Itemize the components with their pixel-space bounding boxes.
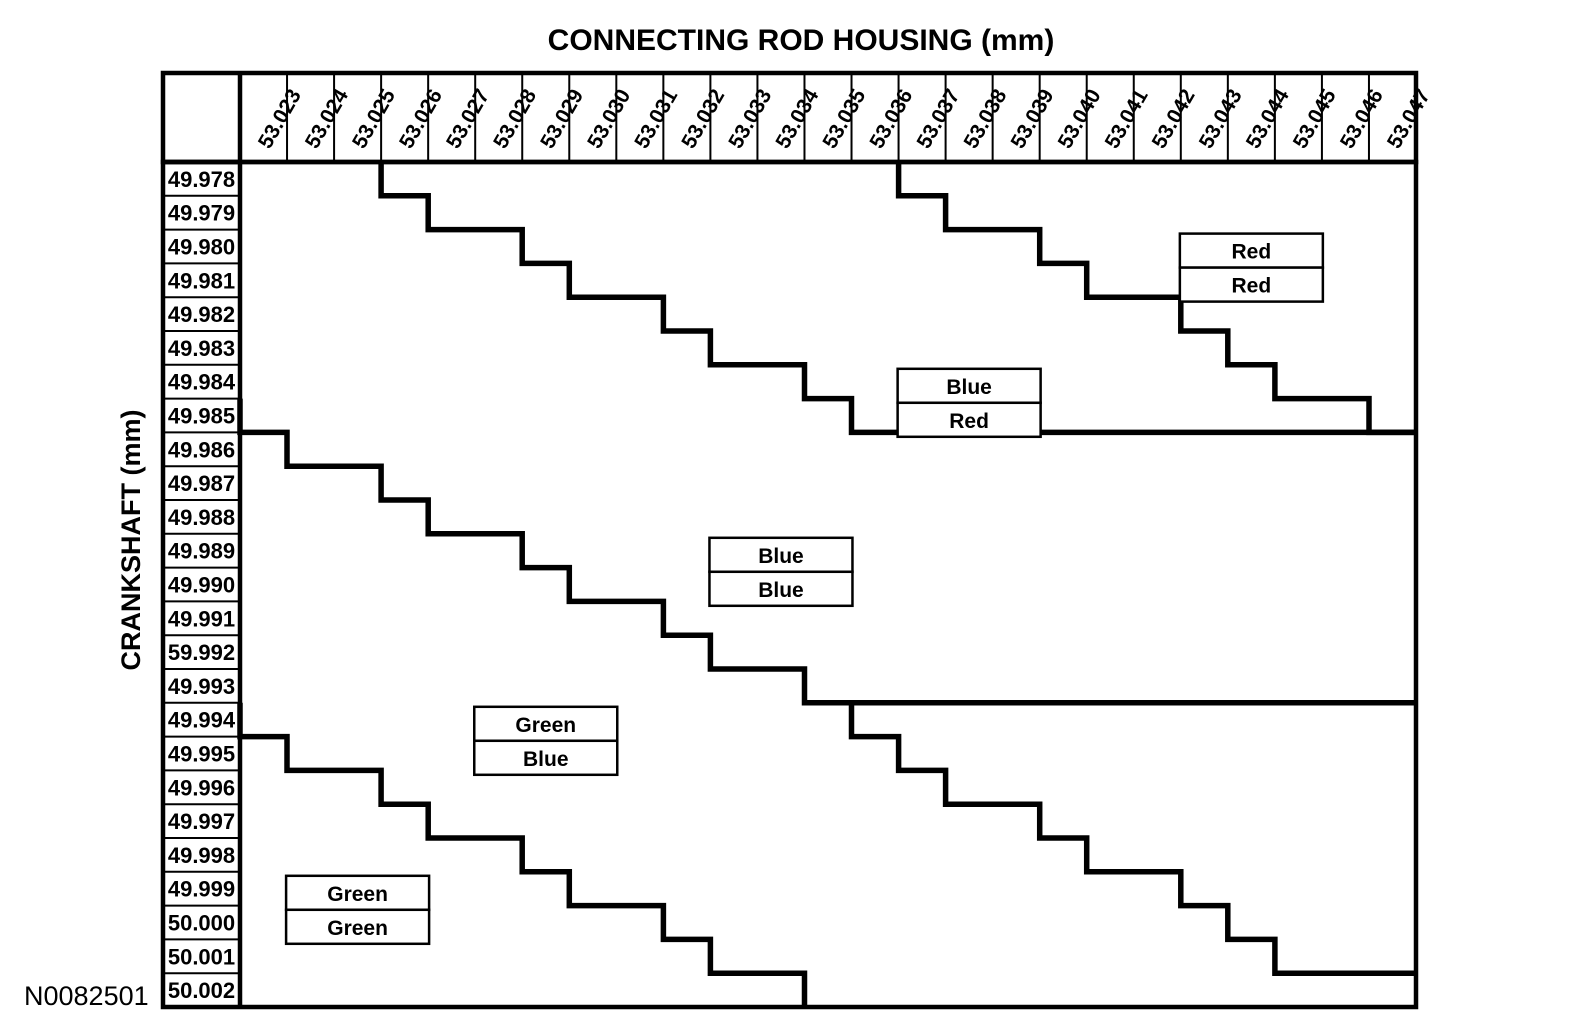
page-title: CONNECTING ROD HOUSING (mm) <box>548 24 1055 57</box>
row-header-49.978: 49.978 <box>168 167 235 192</box>
legend-lower-label: Green <box>327 917 388 940</box>
column-header-53.027: 53.027 <box>442 85 494 152</box>
column-header-53.047: 53.047 <box>1383 85 1435 152</box>
legend-upper-label: Blue <box>946 376 992 399</box>
row-header-49.991: 49.991 <box>168 606 235 631</box>
row-header-50.000: 50.000 <box>168 911 235 936</box>
column-header-53.023: 53.023 <box>254 85 306 152</box>
legend-upper-label: Green <box>515 714 576 737</box>
column-header-53.043: 53.043 <box>1195 85 1247 152</box>
row-header-49.996: 49.996 <box>168 775 235 800</box>
legend-upper-cell <box>284 874 431 912</box>
legend-lower-cell <box>896 401 1042 439</box>
grid-layer <box>160 70 1419 1010</box>
column-header-53.045: 53.045 <box>1289 85 1341 152</box>
row-header-49.984: 49.984 <box>168 370 236 395</box>
column-header-53.029: 53.029 <box>536 85 588 152</box>
row-header-49.997: 49.997 <box>168 809 235 834</box>
legend-lower-cell <box>473 739 619 777</box>
row-header-49.989: 49.989 <box>168 539 235 564</box>
zone-boundary-boundary-4 <box>848 702 1416 976</box>
column-header-53.041: 53.041 <box>1101 85 1153 152</box>
row-header-49.993: 49.993 <box>168 674 235 699</box>
column-header-53.036: 53.036 <box>865 85 917 152</box>
column-header-53.038: 53.038 <box>960 85 1012 152</box>
row-header-59.992: 59.992 <box>168 640 235 665</box>
row-header-49.994: 49.994 <box>168 708 236 733</box>
legend-upper-cell <box>473 705 619 743</box>
legend-lower-label: Blue <box>523 748 569 771</box>
legend-lower-cell <box>1178 266 1325 303</box>
row-header-49.990: 49.990 <box>168 573 235 598</box>
row-header-49.985: 49.985 <box>168 404 235 429</box>
column-header-53.037: 53.037 <box>912 85 964 152</box>
column-header-53.025: 53.025 <box>348 85 400 152</box>
column-header-53.028: 53.028 <box>489 85 541 152</box>
legend-upper-label: Blue <box>758 545 804 568</box>
row-header-49.999: 49.999 <box>168 877 235 902</box>
column-header-53.026: 53.026 <box>395 85 447 152</box>
column-header-layer: 53.02353.02453.02553.02653.02753.02853.0… <box>254 85 1435 152</box>
row-header-49.995: 49.995 <box>168 742 235 767</box>
column-header-53.040: 53.040 <box>1054 85 1106 152</box>
row-header-49.987: 49.987 <box>168 471 235 496</box>
legend-upper-cell <box>1178 232 1325 269</box>
row-header-49.983: 49.983 <box>168 336 235 361</box>
column-header-53.031: 53.031 <box>630 85 682 152</box>
figure-code: N0082501 <box>24 981 149 1011</box>
column-header-53.034: 53.034 <box>771 85 823 152</box>
legend-upper-label: Green <box>327 883 388 906</box>
zone-boundary-boundary-5 <box>237 702 808 1007</box>
row-header-50.002: 50.002 <box>168 978 235 1003</box>
column-header-53.033: 53.033 <box>724 85 776 152</box>
column-header-53.044: 53.044 <box>1242 85 1294 152</box>
column-header-53.024: 53.024 <box>301 85 353 152</box>
zone-boundary-boundary-1 <box>378 162 1416 436</box>
row-header-49.980: 49.980 <box>168 235 235 260</box>
column-header-53.035: 53.035 <box>818 85 870 152</box>
column-header-53.039: 53.039 <box>1007 85 1059 152</box>
row-header-50.001: 50.001 <box>168 944 235 969</box>
zone-boundary-boundary-3 <box>237 398 1416 706</box>
row-header-49.982: 49.982 <box>168 302 235 327</box>
legend-lower-label: Red <box>949 410 989 433</box>
row-header-layer: 49.978 49.979 49.980 49.981 49.982 49.983 49.9… <box>168 167 236 1003</box>
table-body-frame <box>160 159 1419 1010</box>
row-header-49.988: 49.988 <box>168 505 235 530</box>
row-header-49.979: 49.979 <box>168 201 235 226</box>
legend-lower-label: Blue <box>758 579 804 602</box>
column-header-53.032: 53.032 <box>677 85 729 152</box>
column-header-53.046: 53.046 <box>1336 85 1388 152</box>
legend-lower-cell <box>708 570 854 608</box>
column-header-53.042: 53.042 <box>1148 85 1200 152</box>
row-header-49.998: 49.998 <box>168 843 235 868</box>
row-header-49.986: 49.986 <box>168 437 235 462</box>
row-header-49.981: 49.981 <box>168 268 235 293</box>
legend-lower-cell <box>284 908 431 946</box>
y-axis-label: CRANKSHAFT (mm) <box>116 410 146 671</box>
column-header-53.030: 53.030 <box>583 85 635 152</box>
legend-upper-label: Red <box>1232 241 1272 264</box>
legend-lower-label: Red <box>1232 275 1272 298</box>
